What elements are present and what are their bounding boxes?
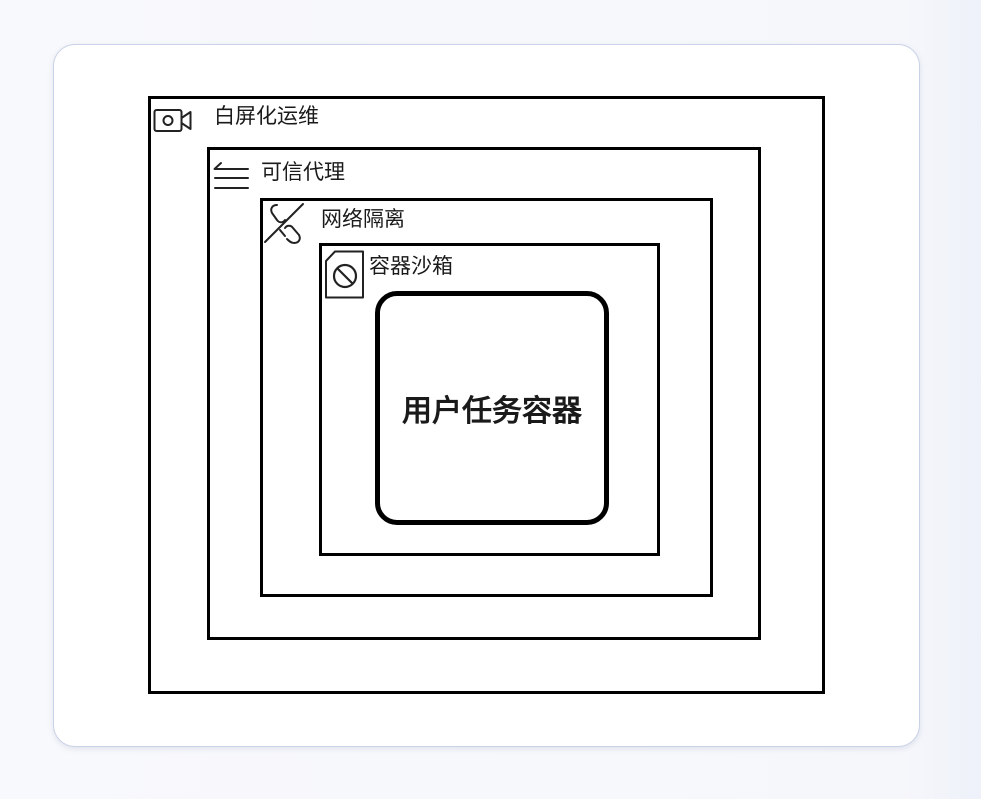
- layer-proxy-label: 可信代理: [261, 160, 345, 184]
- menu-arrow-icon: [213, 162, 249, 189]
- user-task-container-label: 用户任务容器: [402, 394, 582, 429]
- layer-proxy-box: [207, 147, 761, 640]
- layer-ops-label: 白屏化运维: [214, 104, 319, 128]
- layer-ops-box: [148, 96, 825, 694]
- layer-network-label: 网络隔离: [321, 207, 405, 231]
- broken-link-icon: [264, 203, 304, 245]
- blocked-file-icon: [325, 250, 364, 299]
- layer-sandbox-label: 容器沙箱: [369, 254, 453, 278]
- layer-network-box: [260, 198, 713, 597]
- layer-sandbox-box: [319, 243, 660, 556]
- video-camera-icon: [153, 109, 192, 132]
- user-task-container-box: 用户任务容器: [375, 291, 609, 525]
